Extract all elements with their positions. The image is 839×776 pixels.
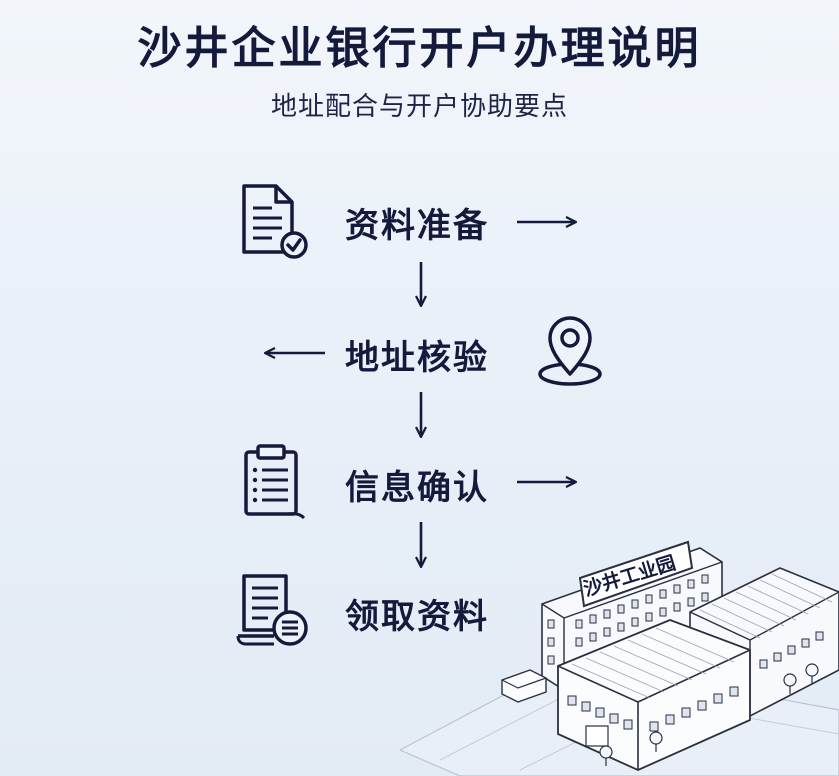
warehouse-front — [557, 619, 751, 771]
step-label-collect-documents: 领取资料 — [345, 597, 489, 637]
step-label-prepare-documents: 资料准备 — [345, 206, 489, 246]
trees — [599, 663, 819, 766]
clipboard-icon — [244, 444, 306, 520]
document-check-icon — [242, 184, 308, 259]
location-pin-icon — [538, 316, 602, 386]
page-title: 沙井企业银行开户办理说明 — [137, 23, 702, 74]
gate-house — [501, 669, 547, 703]
step-label-address-verification: 地址核验 — [345, 338, 489, 378]
industrial-park-illustration: 沙井工业园 — [400, 540, 839, 776]
document-list-icon — [236, 574, 308, 646]
step-label-information-confirmation: 信息确认 — [345, 468, 489, 508]
page-subtitle: 地址配合与开户协助要点 — [270, 92, 568, 122]
